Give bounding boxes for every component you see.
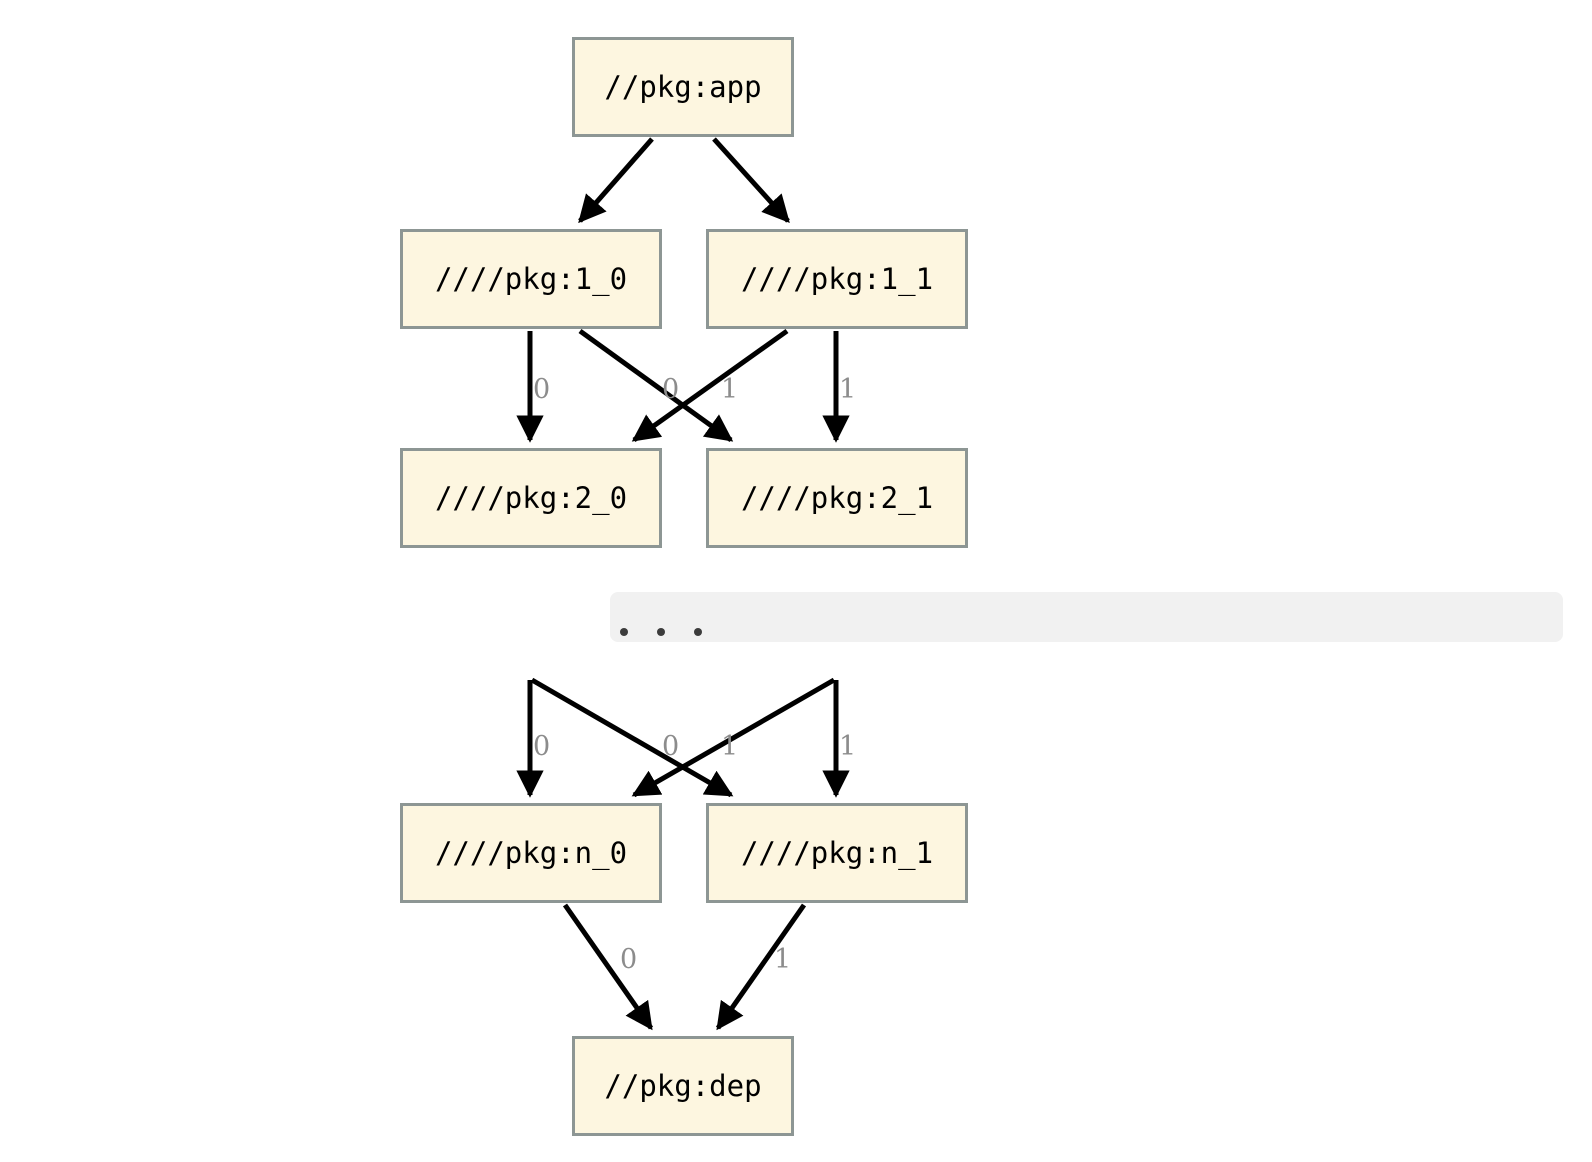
node-label: ////pkg:2_1 bbox=[740, 481, 934, 515]
node-pkg-1-0[interactable]: ////pkg:1_0 bbox=[400, 229, 662, 329]
node-pkg-n-0[interactable]: ////pkg:n_0 bbox=[400, 803, 662, 903]
ellipsis-dot bbox=[694, 628, 702, 636]
edge-label: 0 bbox=[662, 731, 680, 762]
edge-elided-to-n_1-left bbox=[530, 677, 734, 798]
edge-label: 1 bbox=[721, 374, 739, 405]
edge-label: 1 bbox=[839, 374, 857, 405]
edge-1_1-to-2_0 bbox=[631, 328, 789, 443]
ellipsis-dot bbox=[620, 628, 628, 636]
edge-label: 1 bbox=[774, 944, 792, 975]
node-pkg-app[interactable]: //pkg:app bbox=[572, 37, 794, 137]
edge-n_0-to-dep bbox=[562, 903, 654, 1031]
edge-app-to-1_0 bbox=[578, 137, 654, 224]
elision-band bbox=[610, 592, 1563, 642]
edge-label: 0 bbox=[533, 731, 551, 762]
edge-n_1-to-dep bbox=[715, 903, 807, 1031]
node-label: //pkg:dep bbox=[604, 1069, 762, 1103]
edge-1_0-to-2_1 bbox=[578, 328, 734, 443]
edge-elided-to-n_0-right bbox=[631, 677, 836, 798]
edge-label: 0 bbox=[662, 374, 680, 405]
edge-label: 1 bbox=[839, 731, 857, 762]
node-label: //pkg:app bbox=[604, 70, 762, 104]
node-label: ////pkg:2_0 bbox=[434, 481, 628, 515]
edge-app-to-1_1 bbox=[712, 137, 790, 224]
edge-label: 0 bbox=[533, 374, 551, 405]
node-label: ////pkg:n_0 bbox=[434, 836, 628, 870]
node-label: ////pkg:1_1 bbox=[740, 262, 934, 296]
ellipsis-dot bbox=[657, 628, 665, 636]
node-pkg-2-1[interactable]: ////pkg:2_1 bbox=[706, 448, 968, 548]
edge-label: 1 bbox=[721, 731, 739, 762]
node-pkg-dep[interactable]: //pkg:dep bbox=[572, 1036, 794, 1136]
node-label: ////pkg:1_0 bbox=[434, 262, 628, 296]
ellipsis-icon bbox=[620, 628, 731, 636]
node-pkg-1-1[interactable]: ////pkg:1_1 bbox=[706, 229, 968, 329]
node-pkg-2-0[interactable]: ////pkg:2_0 bbox=[400, 448, 662, 548]
edge-label: 0 bbox=[620, 944, 638, 975]
node-label: ////pkg:n_1 bbox=[740, 836, 934, 870]
node-pkg-n-1[interactable]: ////pkg:n_1 bbox=[706, 803, 968, 903]
